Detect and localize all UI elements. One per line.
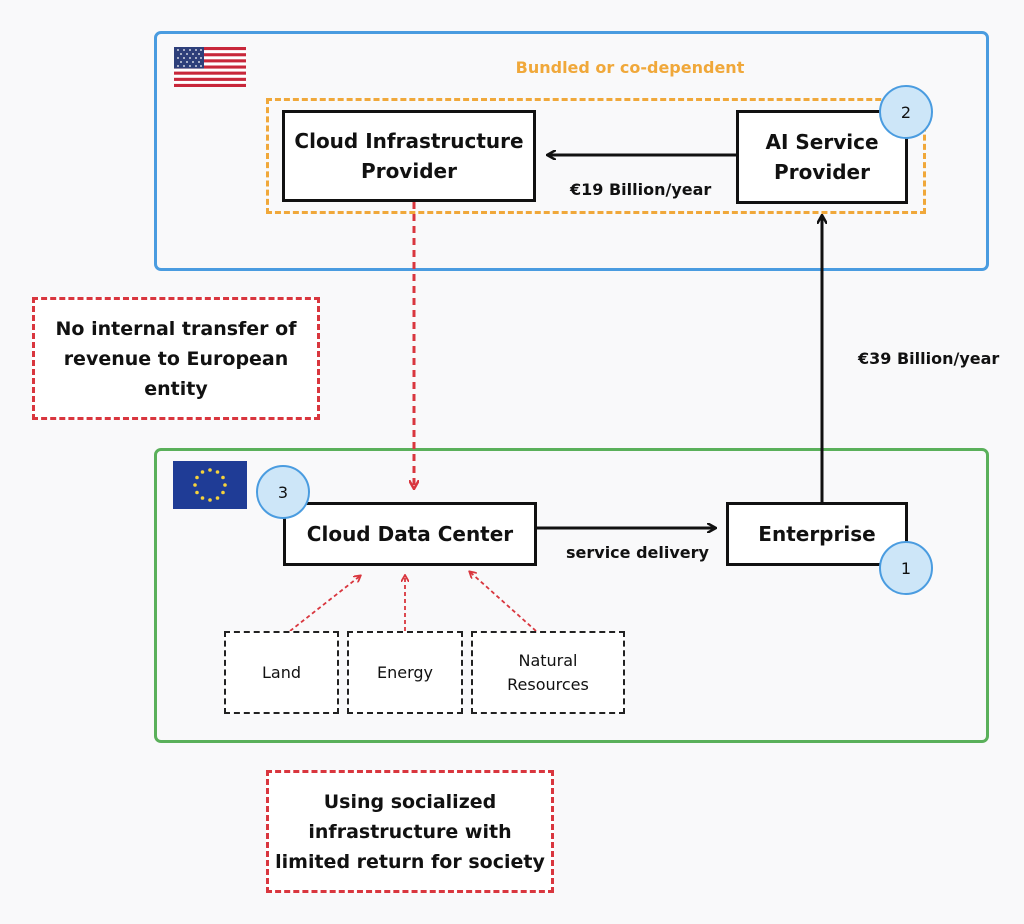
land-label: Land [261, 662, 301, 682]
enterprise-to-ai-flow-label: €39 Billion/year [858, 349, 1000, 368]
ai-service-provider-node: AI Service Provider [736, 110, 908, 204]
eu-star-icon [195, 490, 199, 495]
ai-to-infra-flow-label: €19 Billion/year [570, 180, 712, 199]
eu-star-icon [200, 496, 205, 500]
eu-star-icon [215, 496, 220, 500]
cloud-infrastructure-provider-label: Cloud Infrastructure Provider [294, 129, 524, 183]
ai-service-provider-label: AI Service Provider [765, 130, 879, 184]
natural-resources-resource: Natural Resources [471, 631, 625, 714]
cloud-data-center-label: Cloud Data Center [306, 522, 514, 546]
cloud-infrastructure-provider-node: Cloud Infrastructure Provider [282, 110, 536, 202]
step-badge-2: 2 [879, 85, 933, 139]
energy-label: Energy [376, 662, 433, 682]
no-transfer-note: No internal transfer of revenue to Europ… [32, 297, 320, 420]
eu-star-icon [215, 470, 220, 474]
bundle-label: Bundled or co-dependent [515, 58, 745, 77]
eu-star-icon [223, 483, 227, 487]
natural-resources-label: Natural Resources [507, 650, 589, 694]
eu-star-icon [200, 470, 205, 474]
arrow-land-to-dc [289, 576, 360, 632]
eu-star-icon [195, 475, 199, 480]
eu-star-icon [208, 498, 212, 502]
bundle-boundary [266, 98, 926, 214]
eu-star-icon [221, 475, 225, 480]
land-resource: Land [224, 631, 339, 714]
socialized-infrastructure-note-text: Using socialized infrastructure with lim… [275, 790, 545, 873]
us-flag-icon [174, 47, 246, 87]
service-delivery-flow-label: service delivery [566, 543, 709, 562]
enterprise-node: Enterprise [726, 502, 908, 566]
eu-flag-icon [173, 461, 247, 509]
eu-star-icon [193, 483, 197, 487]
energy-resource: Energy [347, 631, 463, 714]
eu-star-icon [221, 490, 225, 495]
socialized-infrastructure-note: Using socialized infrastructure with lim… [266, 770, 554, 893]
step-badge-3: 3 [256, 465, 310, 519]
eu-region [154, 448, 989, 743]
us-region [154, 31, 989, 271]
arrow-natural-to-dc [470, 572, 537, 632]
no-transfer-note-text: No internal transfer of revenue to Europ… [55, 317, 297, 400]
eu-star-icon [208, 468, 212, 472]
enterprise-label: Enterprise [758, 522, 876, 546]
step-badge-1: 1 [879, 541, 933, 595]
cloud-data-center-node: Cloud Data Center [283, 502, 537, 566]
